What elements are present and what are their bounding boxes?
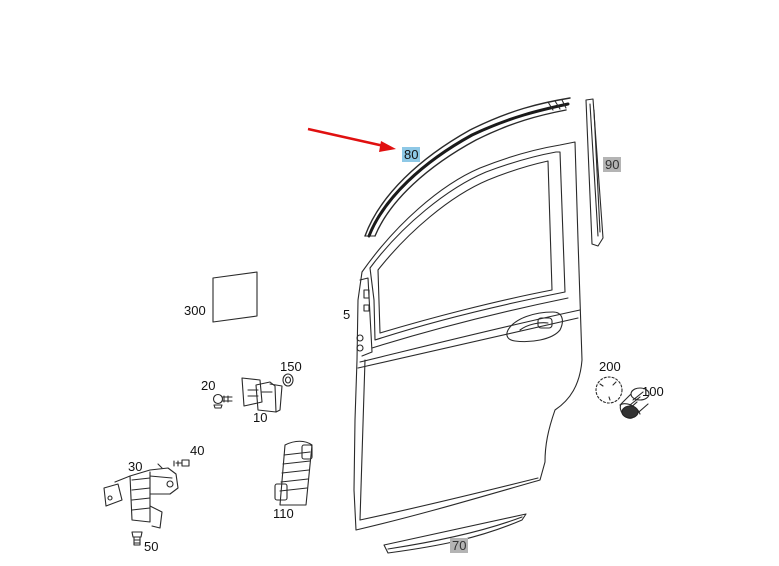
part-label-300[interactable]: 300: [184, 303, 206, 318]
bolt-50[interactable]: [131, 531, 143, 546]
part-label-20[interactable]: 20: [201, 378, 216, 393]
part-label-80[interactable]: 80: [402, 147, 421, 162]
door-check-30[interactable]: [103, 463, 179, 529]
part-label-200[interactable]: 200: [599, 359, 621, 374]
bellows-110[interactable]: [274, 440, 313, 506]
window-frame-seal-80[interactable]: [364, 97, 571, 238]
part-label-100[interactable]: 100: [642, 384, 664, 399]
part-label-150[interactable]: 150: [280, 359, 302, 374]
part-label-10[interactable]: 10: [253, 410, 268, 425]
part-label-5[interactable]: 5: [343, 307, 351, 322]
door-channel-90[interactable]: [585, 98, 604, 247]
label-plate-300[interactable]: [212, 271, 258, 323]
part-label-90[interactable]: 90: [603, 157, 622, 172]
door-shell[interactable]: [353, 141, 583, 531]
part-label-70[interactable]: 70: [450, 538, 469, 553]
part-label-30[interactable]: 30: [128, 459, 143, 474]
screw-40[interactable]: [173, 459, 190, 467]
round-cap-200[interactable]: [595, 376, 623, 404]
pointer-arrow: [307, 127, 396, 152]
part-label-40[interactable]: 40: [190, 443, 205, 458]
cap-150[interactable]: [282, 373, 294, 387]
grommet-100[interactable]: [619, 387, 650, 419]
part-label-110[interactable]: 110: [273, 506, 294, 521]
part-label-50[interactable]: 50: [144, 539, 159, 554]
bolt-20[interactable]: [212, 393, 233, 409]
hinge-10[interactable]: [241, 377, 283, 413]
